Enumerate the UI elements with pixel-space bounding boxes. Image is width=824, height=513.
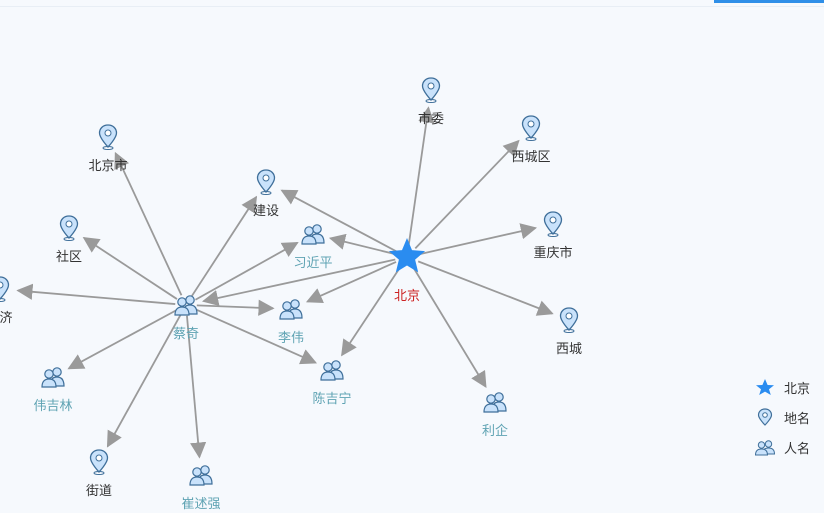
map-pin-icon [98,124,118,150]
map-pin-icon [0,276,10,302]
star-icon [756,379,774,395]
edge-caiqi-chenjining [195,308,318,365]
node-label: 市委 [418,111,444,127]
edge-layer [16,106,554,459]
node-label: 蔡奇 [173,326,199,342]
edge-beijing-chongqing [418,223,538,256]
edge-beijing-shiwei [407,106,435,246]
edge-beijing-xijinping [328,233,396,256]
star-icon [388,238,426,273]
edge-caiqi-xijinping [194,241,299,301]
map-pin-icon [59,215,79,241]
edge-caiqi-weijilin [67,309,177,370]
people-icon [301,224,325,245]
edge-beijing-xicheng [417,260,554,316]
node-jiedao[interactable]: 街道 [86,449,112,499]
map-pin-icon [543,211,563,237]
node-label: 北京 [394,289,420,304]
legend-label-person: 人名 [784,441,811,457]
people-icon [483,392,507,413]
edge-caiqi-cuishuqiang [186,315,207,459]
node-label: 伟吉林 [33,399,72,414]
node-beijingshi[interactable]: 北京市 [88,124,128,174]
map-pin-icon [89,449,109,475]
legend-label-center: 北京 [784,381,811,397]
node-shiwei[interactable]: 市委 [418,77,444,127]
map-pin-icon [521,115,541,141]
node-label: 重庆市 [533,245,572,261]
map-pin-icon [256,169,276,195]
node-xijinping[interactable]: 习近平 [293,224,333,271]
node-label: 习近平 [293,256,332,271]
edge-beijing-liwei [305,261,397,304]
top-bar-accent [714,0,824,3]
node-label: 建设 [253,204,279,219]
node-shequ[interactable]: 社区 [56,215,82,265]
map-pin-icon [421,77,441,103]
node-label: 利企 [482,423,508,439]
people-icon [189,465,213,486]
edge-beijing-xichengqu [414,139,520,249]
node-liqi[interactable]: 利企 [482,392,508,439]
node-label: 李伟 [278,331,304,346]
people-icon [41,367,65,388]
legend-item-center[interactable]: 北京 [752,372,824,402]
legend-item-person[interactable]: 人名 [752,432,824,462]
node-label: 崔述强 [181,496,220,512]
legend-item-place[interactable]: 地名 [752,402,824,432]
node-liwei[interactable]: 李伟 [278,299,304,346]
node-chenjining[interactable]: 陈吉宁 [312,360,352,407]
node-chongqing[interactable]: 重庆市 [533,211,573,261]
edge-caiqi-jingji [16,283,176,305]
edge-caiqi-jiedao [106,314,182,448]
node-label: 济 [0,311,13,326]
people-icon [279,299,303,320]
people-icon [754,440,776,456]
map-pin-icon [559,307,579,333]
node-caiqi[interactable]: 蔡奇 [173,295,199,342]
node-label: 陈吉宁 [312,391,351,407]
edge-caiqi-shequ [82,237,178,300]
edge-beijing-chenjining [341,266,402,357]
top-bar [0,0,824,7]
node-cuishuqiang[interactable]: 崔述强 [181,465,221,512]
node-xichengqu[interactable]: 西城区 [511,115,551,165]
node-xicheng[interactable]: 西城 [556,307,582,357]
node-jingji[interactable]: 济 [0,276,13,326]
node-label: 街道 [86,484,112,499]
edge-caiqi-beijingshi [114,151,183,296]
people-icon [320,360,344,381]
edge-beijing-jianshe [280,189,397,253]
node-beijing[interactable]: 北京 [388,238,426,304]
legend-label-place: 地名 [784,411,811,427]
edge-beijing-caiqi [202,258,396,307]
node-label: 社区 [56,249,82,265]
node-weijilin[interactable]: 伟吉林 [33,367,73,414]
edge-caiqi-jianshe [191,195,258,297]
edge-beijing-liqi [412,266,487,388]
legend: 北京 地名 人名 [752,372,824,462]
map-pin-icon [757,408,773,426]
node-label: 西城区 [511,150,550,165]
node-jianshe[interactable]: 建设 [253,169,279,219]
people-icon [174,295,198,316]
node-label: 北京市 [88,158,127,174]
node-label: 西城 [556,342,582,357]
edge-caiqi-liwei [196,299,275,316]
